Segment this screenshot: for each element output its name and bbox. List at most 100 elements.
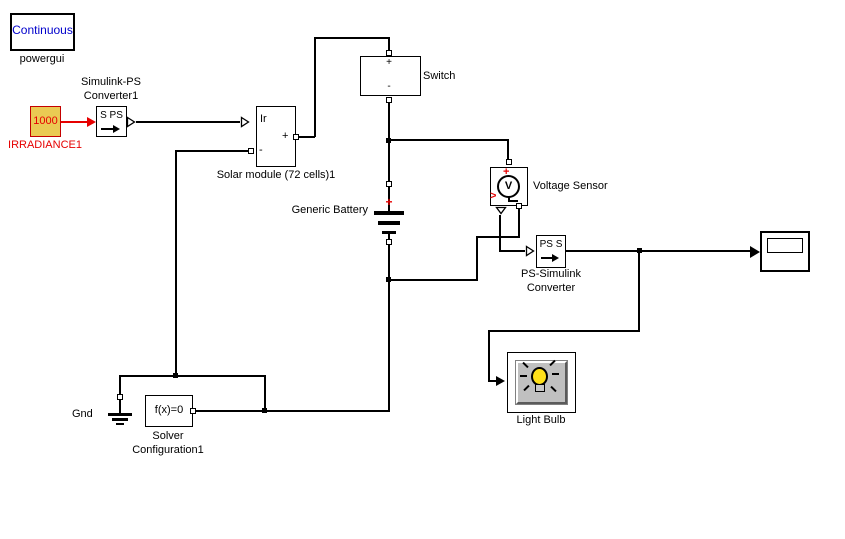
light-bulb-label: Light Bulb bbox=[516, 414, 566, 426]
powergui-block[interactable] bbox=[10, 13, 75, 51]
wire-segment[interactable] bbox=[264, 376, 266, 411]
wire-segment[interactable] bbox=[518, 209, 520, 238]
wire-segment[interactable] bbox=[507, 139, 509, 159]
wire-segment[interactable] bbox=[196, 410, 390, 412]
gnd-stem[interactable] bbox=[119, 400, 121, 413]
light-ray-icon bbox=[520, 375, 527, 377]
light-ray-icon bbox=[552, 373, 559, 375]
battery-bar bbox=[374, 211, 404, 215]
wire-segment[interactable] bbox=[299, 136, 315, 138]
battery-minus-port[interactable] bbox=[386, 239, 392, 245]
ground-bar bbox=[116, 423, 124, 425]
wire-segment[interactable] bbox=[176, 150, 248, 152]
switch-bottom-port[interactable] bbox=[386, 97, 392, 103]
wire-segment[interactable] bbox=[499, 215, 501, 252]
switch-top-port[interactable] bbox=[386, 50, 392, 56]
wire-segment[interactable] bbox=[490, 380, 498, 382]
battery-bar bbox=[378, 221, 400, 225]
scope-screen bbox=[767, 238, 803, 253]
battery-label: Generic Battery bbox=[291, 204, 368, 216]
junction-dot bbox=[637, 248, 642, 253]
sps-converter-block[interactable] bbox=[96, 106, 127, 137]
gnd-label: Gnd bbox=[72, 408, 93, 420]
ps-input-port-icon[interactable] bbox=[525, 245, 535, 257]
ps-output-port-icon[interactable] bbox=[126, 116, 136, 128]
pss-converter-label-2: Converter bbox=[526, 282, 576, 294]
irradiance-block[interactable] bbox=[30, 106, 61, 137]
wire-segment[interactable] bbox=[61, 121, 89, 123]
wire-segment[interactable] bbox=[638, 252, 640, 332]
solver-label-1: Solver bbox=[152, 430, 184, 442]
wire-segment[interactable] bbox=[488, 330, 490, 382]
wire-segment[interactable] bbox=[476, 236, 478, 281]
battery-plus-port[interactable] bbox=[386, 181, 392, 187]
switch-plus-port-label: + bbox=[386, 57, 392, 68]
battery-stem[interactable] bbox=[388, 234, 390, 239]
sps-converter-label-1: Simulink-PS bbox=[81, 76, 141, 88]
junction-dot bbox=[386, 138, 391, 143]
voltmeter-v-text: V bbox=[504, 180, 513, 192]
battery-plus-sign: + bbox=[385, 195, 393, 209]
pss-converter-text: PS S bbox=[539, 239, 563, 250]
battery-bar bbox=[382, 231, 396, 234]
wire-segment[interactable] bbox=[119, 375, 266, 377]
signal-arrowhead-icon bbox=[750, 246, 760, 258]
ground-bar bbox=[112, 418, 128, 421]
powergui-text: Continuous bbox=[12, 23, 73, 37]
irradiance-label: IRRADIANCE1 bbox=[8, 139, 82, 151]
voltage-sensor-label: Voltage Sensor bbox=[533, 180, 608, 192]
wire-segment[interactable] bbox=[390, 279, 478, 281]
pss-converter-arrow-icon bbox=[541, 257, 555, 259]
sensor-bottom-left-port-icon[interactable] bbox=[495, 206, 507, 215]
pss-converter-block[interactable] bbox=[536, 235, 566, 268]
wire-segment[interactable] bbox=[499, 250, 525, 252]
battery-stem[interactable] bbox=[388, 187, 390, 211]
switch-label: Switch bbox=[423, 70, 456, 82]
solar-module-block[interactable] bbox=[256, 106, 296, 167]
wire-segment[interactable] bbox=[388, 39, 390, 50]
pss-converter-arrowhead-icon bbox=[552, 254, 559, 262]
solver-output-port[interactable] bbox=[190, 408, 196, 414]
wire-segment[interactable] bbox=[314, 37, 316, 137]
solver-text: f(x)=0 bbox=[154, 404, 184, 416]
light-bulb-base-icon bbox=[535, 384, 545, 392]
solar-module-label: Solar module (72 cells)1 bbox=[216, 169, 336, 181]
solver-configuration-block[interactable] bbox=[145, 395, 193, 427]
sensor-plus-sign: + bbox=[503, 166, 510, 178]
wire-segment[interactable] bbox=[388, 245, 390, 412]
powergui-label: powergui bbox=[19, 53, 65, 65]
ps-input-port-icon[interactable] bbox=[240, 116, 250, 128]
wire-segment[interactable] bbox=[566, 250, 752, 252]
wire-segment[interactable] bbox=[390, 139, 509, 141]
sensor-top-port[interactable] bbox=[506, 159, 512, 165]
irradiance-value: 1000 bbox=[33, 115, 58, 127]
gnd-port[interactable] bbox=[117, 394, 123, 400]
sensor-polarity-mark: > bbox=[490, 190, 497, 202]
wire-segment[interactable] bbox=[136, 121, 240, 123]
sps-converter-text: S PS bbox=[100, 110, 123, 121]
wire-segment[interactable] bbox=[489, 330, 640, 332]
sps-converter-arrowhead-icon bbox=[113, 125, 120, 133]
sps-converter-arrow-icon bbox=[101, 128, 115, 130]
wire-segment[interactable] bbox=[476, 236, 520, 238]
solar-minus-port[interactable] bbox=[248, 148, 254, 154]
wire-segment[interactable] bbox=[175, 150, 177, 376]
signal-arrowhead-icon bbox=[496, 376, 505, 386]
ground-bar bbox=[108, 413, 132, 416]
junction-dot bbox=[386, 277, 391, 282]
switch-minus-port-label: - bbox=[387, 81, 391, 92]
solar-plus-port[interactable] bbox=[293, 134, 299, 140]
solar-minus-port-label: - bbox=[259, 144, 263, 156]
wire-segment[interactable] bbox=[314, 37, 390, 39]
solar-plus-port-label: + bbox=[282, 130, 289, 142]
solver-label-2: Configuration1 bbox=[132, 444, 204, 456]
wire-segment[interactable] bbox=[119, 376, 121, 394]
sensor-bottom-right-port[interactable] bbox=[516, 203, 522, 209]
solar-ir-port-label: Ir bbox=[260, 113, 267, 125]
sensor-hook bbox=[508, 197, 510, 202]
switch-block[interactable] bbox=[360, 56, 421, 96]
sensor-hook bbox=[508, 200, 518, 202]
sps-converter-label-2: Converter1 bbox=[83, 90, 139, 102]
signal-arrowhead-icon bbox=[87, 117, 96, 127]
